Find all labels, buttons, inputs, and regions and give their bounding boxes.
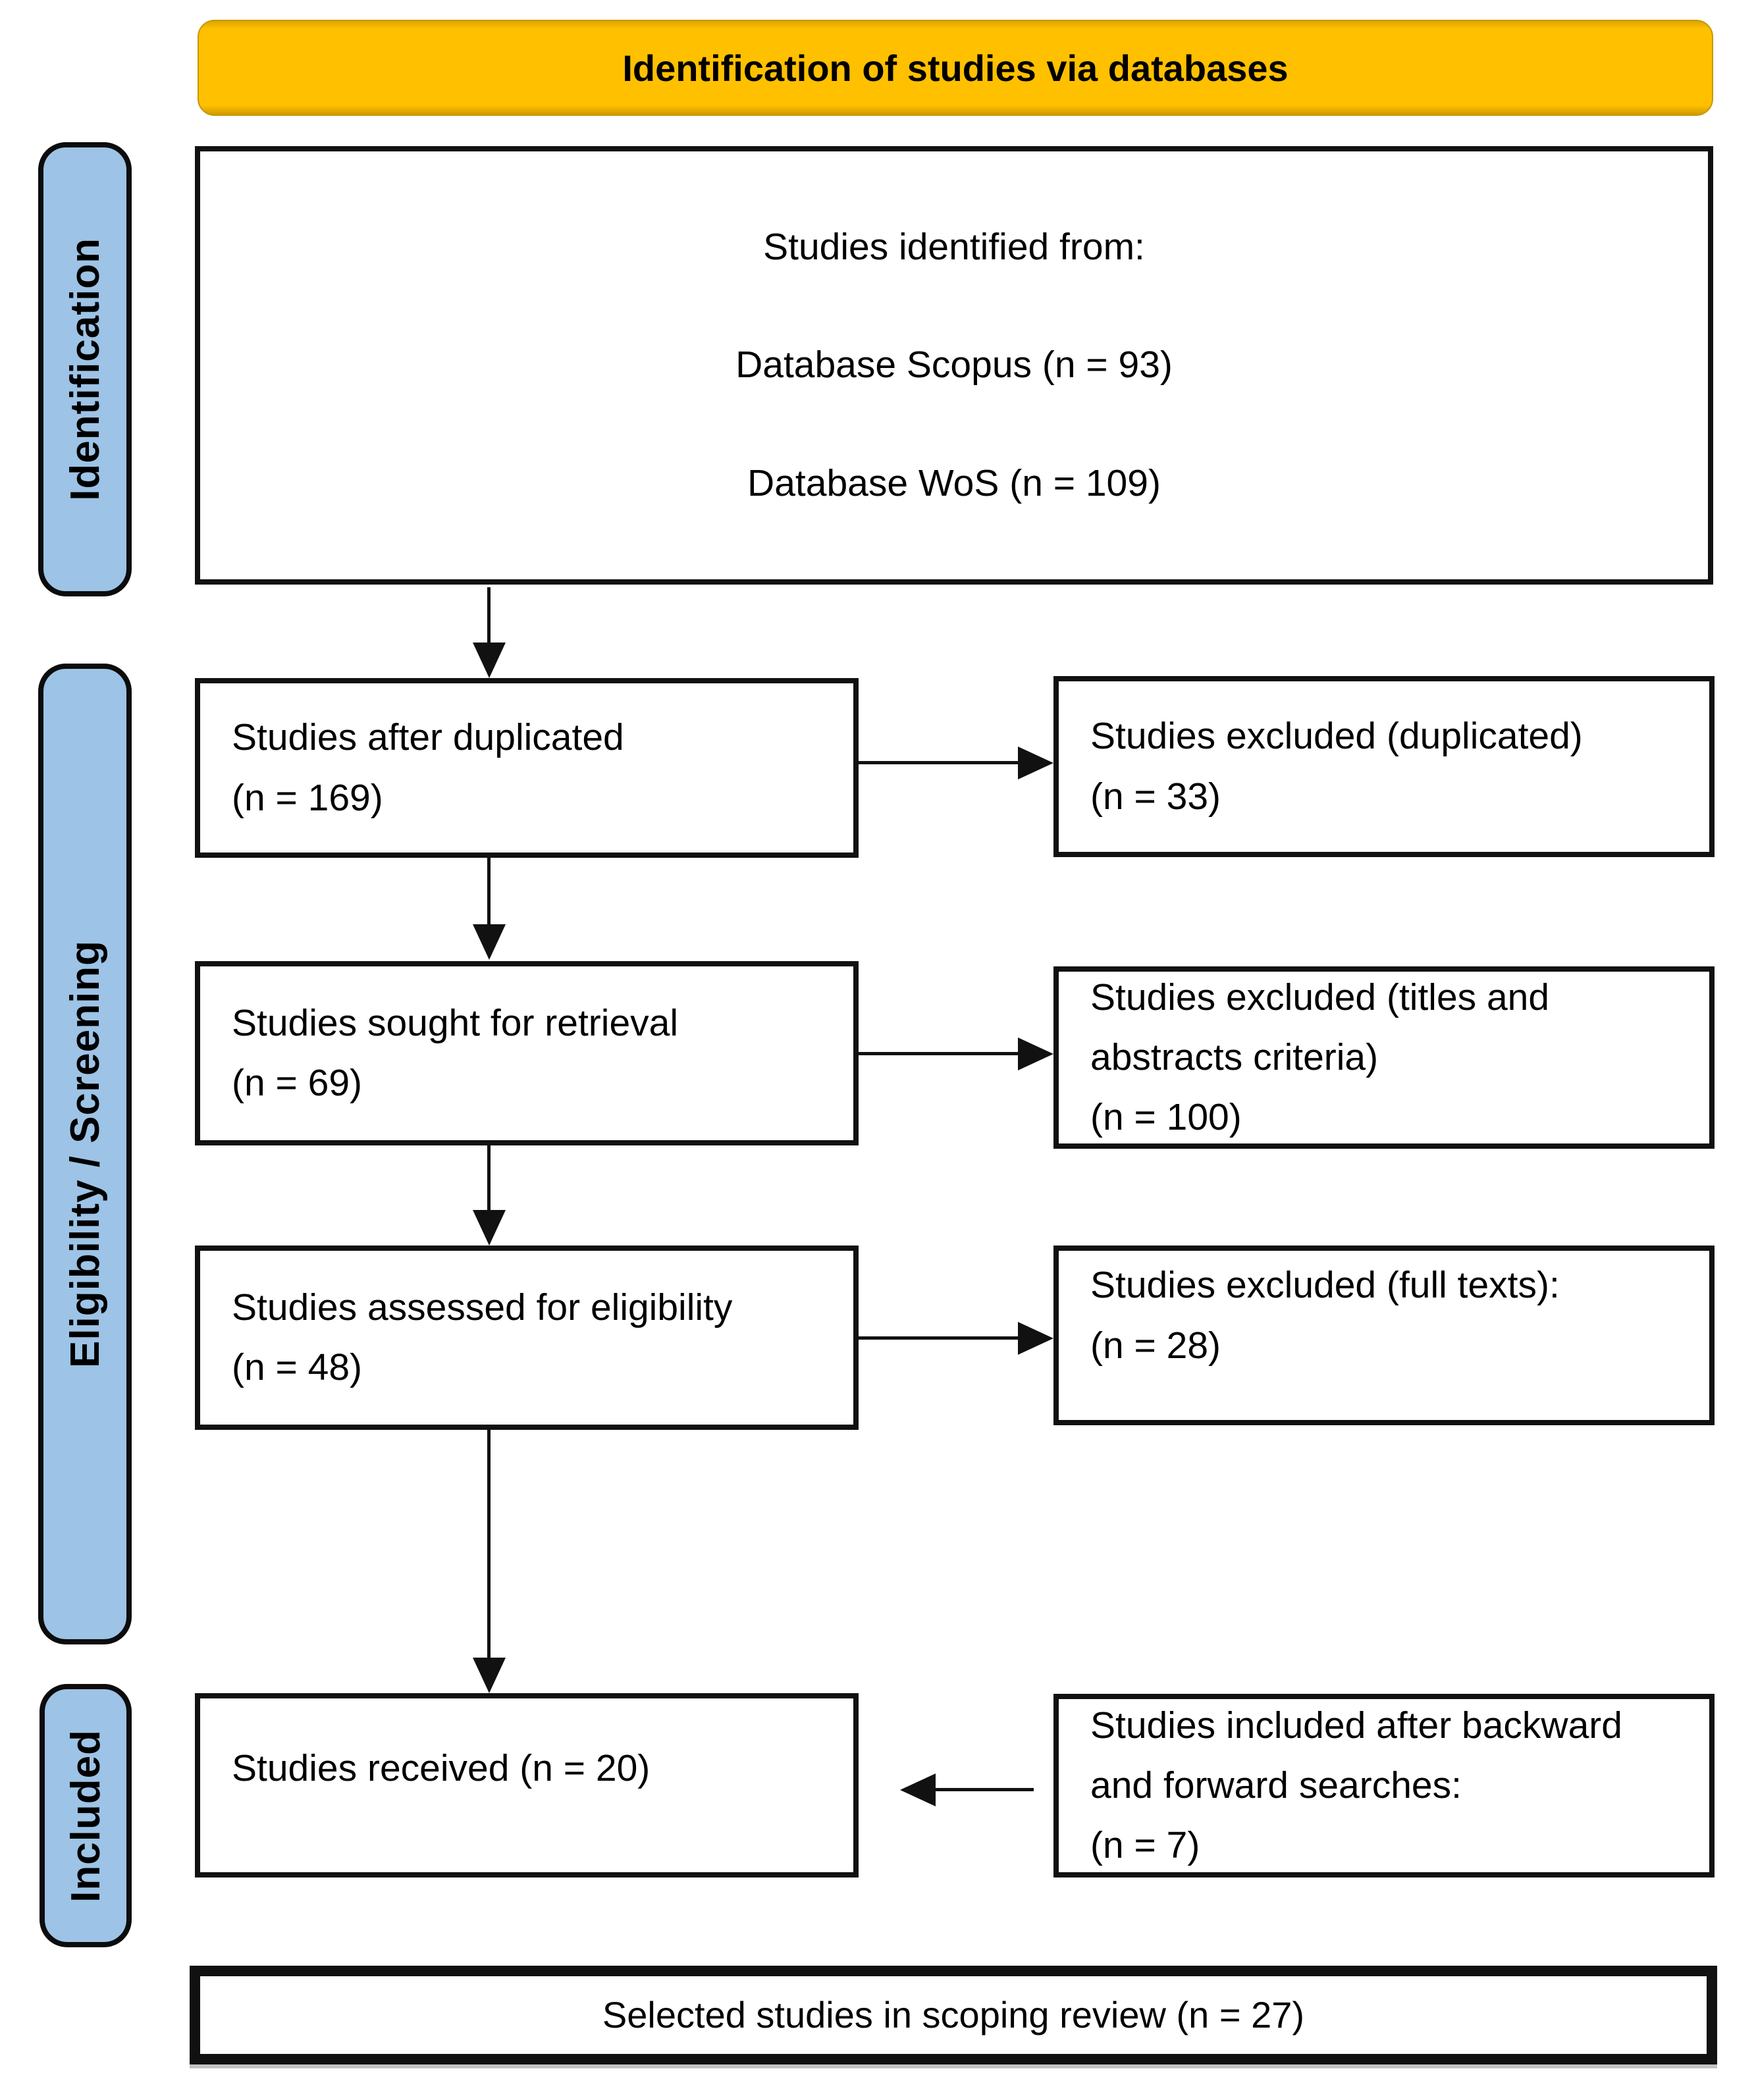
box-studies-excluded-duplicated: Studies excluded (duplicated) (n = 33) — [1053, 676, 1715, 857]
stage-label-identification: Identification — [38, 142, 132, 596]
box-studies-received-line: Studies received (n = 20) — [232, 1747, 651, 1790]
box-studies-excluded-full-texts-line: Studies excluded (full texts): — [1090, 1264, 1560, 1307]
box-studies-included-backward-forward-line: Studies included after backward — [1090, 1704, 1622, 1746]
box-studies-sought-retrieval-line: Studies sought for retrieval — [232, 1001, 679, 1044]
arrow-assessed-to-received-head — [473, 1658, 506, 1693]
stage-label-included: Included — [40, 1684, 132, 1947]
box-studies-excluded-titles-abstracts-line: abstracts criteria) — [1090, 1036, 1379, 1078]
arrow-identified-to-after-duplicated-line — [487, 587, 491, 644]
arrow-after-duplicated-to-sought-line — [487, 858, 491, 926]
box-studies-identified-line: Database WoS (n = 109) — [747, 461, 1161, 504]
stage-label-eligibility-screening: Eligibility / Screening — [38, 664, 132, 1644]
box-studies-assessed-eligibility-line: (n = 48) — [232, 1346, 363, 1388]
arrow-assessed-to-excluded-full-texts-head — [1018, 1322, 1053, 1355]
arrow-backward-forward-to-received-head — [900, 1773, 936, 1806]
box-selected-studies-line: Selected studies in scoping review (n = … — [602, 1994, 1305, 2036]
box-studies-included-backward-forward-line: and forward searches: — [1090, 1764, 1462, 1806]
box-studies-assessed-eligibility-line: Studies assessed for eligibility — [232, 1286, 733, 1328]
box-studies-identified-line: Database Scopus (n = 93) — [735, 344, 1173, 386]
box-studies-identified-line: Studies identified from: — [763, 226, 1145, 269]
box-studies-included-backward-forward: Studies included after backward and forw… — [1053, 1694, 1715, 1877]
box-studies-excluded-titles-abstracts: Studies excluded (titles and abstracts c… — [1053, 966, 1715, 1149]
stage-label-identification-text: Identification — [62, 238, 108, 501]
box-studies-excluded-full-texts: Studies excluded (full texts): (n = 28) — [1053, 1246, 1715, 1425]
arrow-sought-to-assessed-line — [487, 1145, 491, 1211]
box-studies-included-backward-forward-line: (n = 7) — [1090, 1824, 1200, 1867]
box-studies-excluded-full-texts-line: (n = 28) — [1090, 1324, 1221, 1367]
box-studies-sought-retrieval: Studies sought for retrieval (n = 69) — [195, 961, 859, 1145]
stage-label-eligibility-screening-text: Eligibility / Screening — [62, 939, 108, 1369]
box-selected-studies: Selected studies in scoping review (n = … — [190, 1966, 1717, 2064]
box-studies-excluded-duplicated-line: Studies excluded (duplicated) — [1090, 715, 1583, 758]
box-studies-after-duplicated-line: (n = 169) — [232, 776, 383, 819]
header-banner: Identification of studies via databases — [198, 20, 1713, 116]
box-studies-received: Studies received (n = 20) — [195, 1693, 859, 1877]
box-studies-identified: Studies identified from: Database Scopus… — [195, 146, 1713, 585]
box-studies-after-duplicated-line: Studies after duplicated — [232, 716, 624, 759]
box-studies-excluded-titles-abstracts-line: Studies excluded (titles and — [1090, 976, 1550, 1018]
box-studies-after-duplicated: Studies after duplicated (n = 169) — [195, 678, 859, 858]
arrow-assessed-to-excluded-full-texts-line — [859, 1336, 1019, 1340]
box-studies-excluded-titles-abstracts-line: (n = 100) — [1090, 1096, 1242, 1139]
arrow-backward-forward-to-received-line — [934, 1788, 1034, 1791]
header-title: Identification of studies via databases — [622, 47, 1289, 89]
arrow-sought-to-assessed-head — [473, 1210, 506, 1246]
arrow-after-duplicated-to-excluded-duplicated-head — [1018, 747, 1053, 779]
arrow-identified-to-after-duplicated-head — [473, 643, 506, 678]
box-studies-excluded-duplicated-line: (n = 33) — [1090, 775, 1221, 818]
arrow-sought-to-excluded-titles-line — [859, 1052, 1019, 1055]
arrow-sought-to-excluded-titles-head — [1018, 1037, 1053, 1070]
stage-label-included-text: Included — [63, 1729, 109, 1903]
arrow-assessed-to-received-line — [487, 1430, 491, 1659]
arrow-after-duplicated-to-excluded-duplicated-line — [859, 761, 1019, 764]
box-studies-assessed-eligibility: Studies assessed for eligibility (n = 48… — [195, 1246, 859, 1430]
arrow-after-duplicated-to-sought-head — [473, 924, 506, 960]
box-studies-sought-retrieval-line: (n = 69) — [232, 1062, 363, 1104]
